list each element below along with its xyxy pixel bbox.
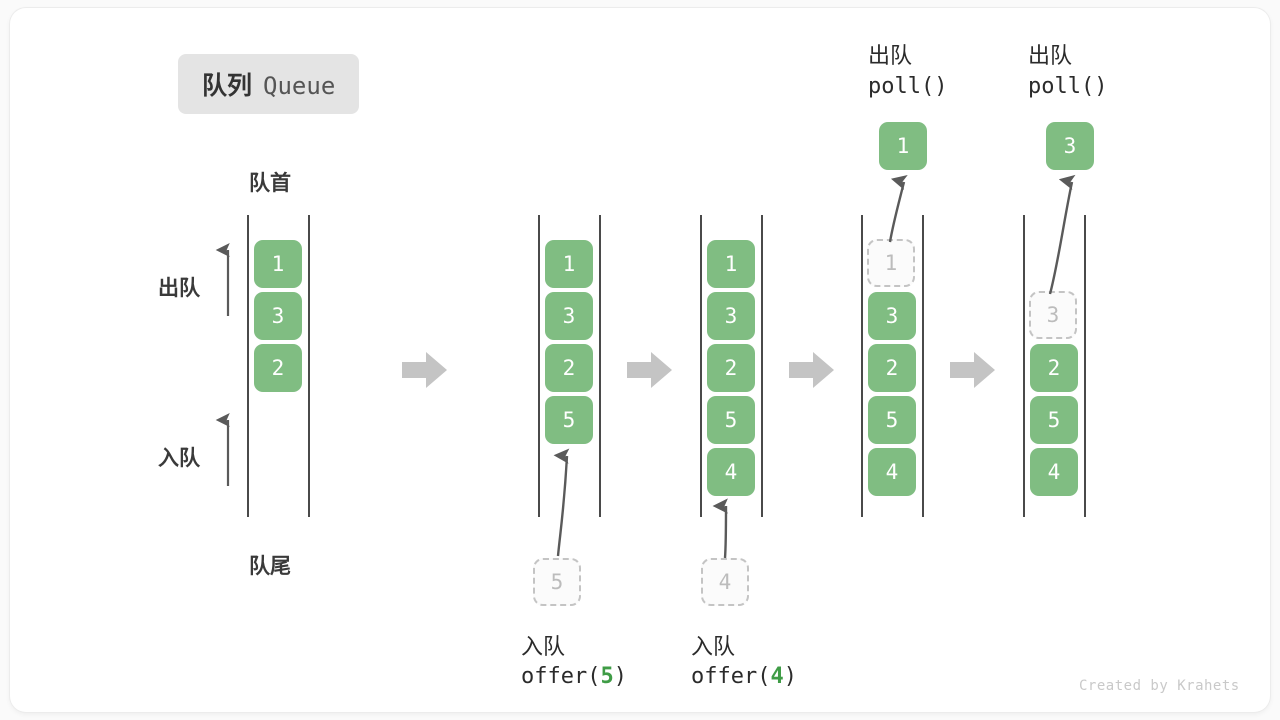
step-caption-cn: 入队 <box>521 634 566 659</box>
diagram-stage: 队列 Queue 队首 队尾 出队 入队 1 3 2 <box>10 8 1270 712</box>
queue-cell: 4 <box>868 448 916 496</box>
enqueue-direction-arrow-icon <box>215 412 230 486</box>
queue-cell: 5 <box>868 396 916 444</box>
queue-cell: 4 <box>1030 448 1078 496</box>
transition-arrow-icon <box>402 352 447 388</box>
queue-cell: 2 <box>254 344 302 392</box>
credit-text: Created by Krahets <box>1079 678 1240 694</box>
dequeue-flow-arrow-icon <box>888 175 908 243</box>
step-caption-code: offer(5) <box>521 664 627 689</box>
enqueue-direction-label: 入队 <box>158 447 200 470</box>
title-english: Queue <box>263 72 336 100</box>
popped-ghost-cell: 3 <box>1029 291 1077 339</box>
step-caption-code: poll() <box>868 74 948 99</box>
title-badge: 队列 Queue <box>178 54 360 114</box>
queue-cell: 3 <box>868 292 916 340</box>
dequeue-direction-label: 出队 <box>158 277 200 300</box>
transition-arrow-icon <box>627 352 672 388</box>
rear-label: 队尾 <box>249 555 291 578</box>
diagram-card: 队列 Queue 队首 队尾 出队 入队 1 3 2 <box>10 8 1270 712</box>
queue-cell: 2 <box>1030 344 1078 392</box>
rail-right <box>308 215 310 517</box>
dequeue-flow-arrow-icon <box>1048 174 1076 295</box>
dequeue-direction-arrow-icon <box>215 242 230 316</box>
popped-value-cell: 3 <box>1046 122 1094 170</box>
step-caption-cn: 入队 <box>691 634 736 659</box>
rail-left <box>1023 215 1025 517</box>
queue-cell: 5 <box>545 396 593 444</box>
step-caption-arg: 4 <box>770 664 784 689</box>
rail-left <box>861 215 863 517</box>
title-chinese: 队列 <box>202 72 253 100</box>
transition-arrow-icon <box>789 352 834 388</box>
popped-value-cell: 1 <box>879 122 927 170</box>
queue-cell: 3 <box>254 292 302 340</box>
transition-arrow-icon <box>950 352 995 388</box>
step-caption-cn: 出队 <box>868 43 913 68</box>
queue-cell: 2 <box>545 344 593 392</box>
queue-cell: 5 <box>1030 396 1078 444</box>
queue-cell: 3 <box>707 292 755 340</box>
rail-left <box>538 215 540 517</box>
step-caption-code: offer(4) <box>691 664 797 689</box>
step-caption-code: poll() <box>1028 74 1108 99</box>
queue-cell: 3 <box>545 292 593 340</box>
rail-right <box>1084 215 1086 517</box>
front-label: 队首 <box>249 172 291 195</box>
queue-cell: 1 <box>254 240 302 288</box>
incoming-ghost-cell: 4 <box>701 558 749 606</box>
rail-right <box>599 215 601 517</box>
incoming-ghost-cell: 5 <box>533 558 581 606</box>
rail-right <box>922 215 924 517</box>
queue-cell: 5 <box>707 396 755 444</box>
queue-cell: 1 <box>545 240 593 288</box>
enqueue-flow-arrow-icon <box>712 498 728 559</box>
step-caption-cn: 出队 <box>1028 43 1073 68</box>
queue-cell: 2 <box>707 344 755 392</box>
queue-cell: 1 <box>707 240 755 288</box>
rail-left <box>247 215 249 517</box>
queue-cell: 4 <box>707 448 755 496</box>
rail-left <box>700 215 702 517</box>
enqueue-flow-arrow-icon <box>553 448 570 557</box>
rail-right <box>761 215 763 517</box>
step-caption-arg: 5 <box>600 664 614 689</box>
queue-cell: 2 <box>868 344 916 392</box>
